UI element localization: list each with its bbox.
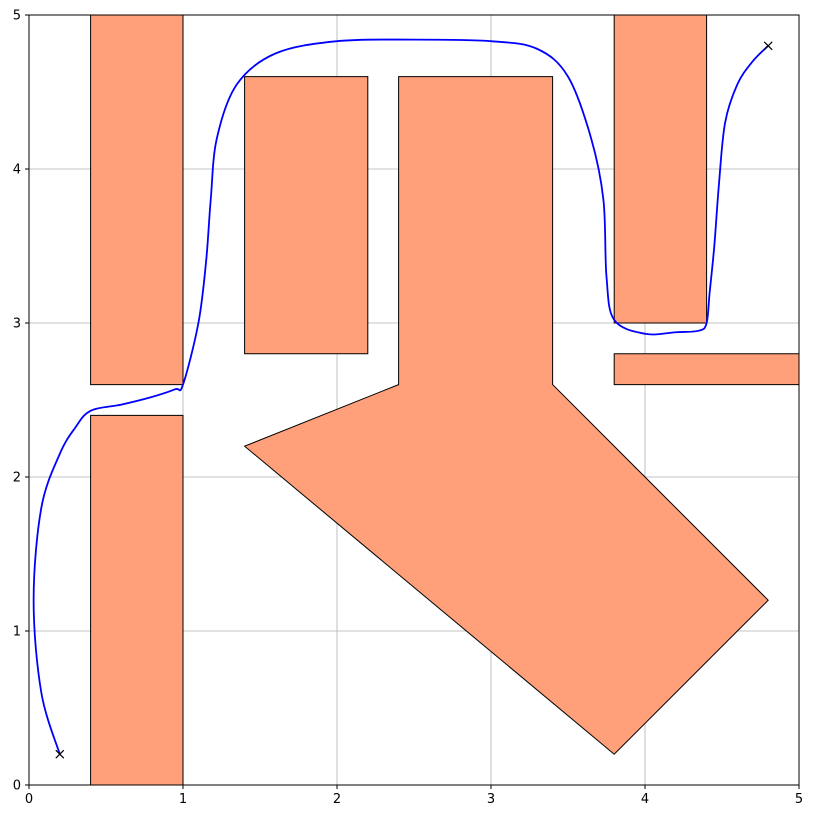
axis-ticks: 0 1 2 3 4 5 0 1 2 3 4 5	[13, 9, 803, 808]
x-tick-label: 3	[487, 792, 495, 807]
planned-path	[32, 38, 769, 755]
obstacle-2	[90, 414, 184, 786]
obstacles	[90, 14, 800, 786]
y-tick-label: 2	[13, 471, 21, 486]
x-tick-label: 5	[795, 792, 803, 807]
y-tick-label: 3	[13, 317, 21, 332]
obstacle-1	[90, 14, 184, 386]
start-marker	[55, 749, 65, 759]
obstacle-5	[613, 353, 800, 386]
markers	[55, 41, 773, 759]
y-tick-label: 0	[13, 779, 21, 794]
path-layer	[32, 38, 769, 755]
goal-marker	[763, 41, 773, 51]
plot-frame	[28, 14, 800, 786]
obstacle-3	[244, 76, 369, 355]
y-tick-label: 4	[13, 163, 21, 178]
x-tick-label: 4	[641, 792, 649, 807]
x-tick-label: 1	[179, 792, 187, 807]
y-tick-label: 5	[13, 9, 21, 24]
x-tick-label: 2	[333, 792, 341, 807]
obstacle-6	[243, 76, 769, 755]
obstacle-4	[613, 14, 708, 324]
x-tick-label: 0	[25, 792, 33, 807]
y-tick-label: 1	[13, 625, 21, 640]
